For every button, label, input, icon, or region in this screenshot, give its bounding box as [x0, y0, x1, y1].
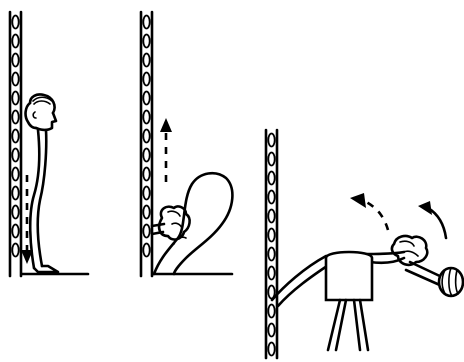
wall-bar-rung	[268, 324, 274, 337]
wall-bar-rung	[143, 225, 149, 238]
panel-standing	[10, 12, 88, 276]
seated-person	[152, 173, 232, 274]
wall-bar-rung	[12, 130, 18, 143]
wall-bar-rung	[12, 149, 18, 162]
wall-bar-rung	[12, 225, 18, 238]
arrow-arc-solid	[418, 201, 446, 238]
wall-bar-rung	[268, 191, 274, 204]
wall-bar-rung	[12, 244, 18, 257]
panel-backbend	[266, 130, 463, 358]
wall-bar-rung	[143, 168, 149, 181]
wall-bars-middle	[141, 12, 152, 276]
wall-bar-rung	[143, 149, 149, 162]
wall-bar-rung	[12, 54, 18, 67]
wall-bar-rung	[143, 16, 149, 29]
wall-bar-rung	[12, 187, 18, 200]
wall-bar-rung	[143, 206, 149, 219]
wall-bar-rung	[12, 35, 18, 48]
arrow-arc-dashed	[350, 193, 388, 230]
wall-bar-rung	[268, 267, 274, 280]
wall-bar-rung	[268, 134, 274, 147]
wall-bar-rung	[143, 54, 149, 67]
wall-bars-left	[10, 12, 21, 276]
wall-bar-rung	[143, 73, 149, 86]
wall-bar-rung	[268, 153, 274, 166]
medicine-ball	[406, 262, 463, 296]
wall-bar-rung	[268, 305, 274, 318]
wall-bar-rung	[12, 111, 18, 124]
wall-bar-rung	[268, 172, 274, 185]
stool	[326, 252, 372, 350]
wall-bar-rung	[143, 92, 149, 105]
standing-person	[26, 94, 58, 272]
wall-bar-rung	[12, 206, 18, 219]
wall-bar-rung	[143, 35, 149, 48]
wall-bar-rung	[268, 210, 274, 223]
wall-bar-rung	[268, 229, 274, 242]
wall-bar-rung	[12, 92, 18, 105]
wall-bar-rung	[268, 248, 274, 261]
wall-bar-rung	[12, 16, 18, 29]
wall-bar-rung	[12, 73, 18, 86]
wall-bar-rung	[143, 130, 149, 143]
wall-bar-rung	[143, 111, 149, 124]
panel-seated	[141, 12, 232, 276]
arrow-up	[160, 118, 172, 182]
wall-bar-rung	[143, 187, 149, 200]
wall-bar-rung	[143, 244, 149, 257]
wall-bar-rung	[268, 343, 274, 356]
wall-bars-right	[266, 130, 277, 358]
wall-bar-rung	[12, 168, 18, 181]
